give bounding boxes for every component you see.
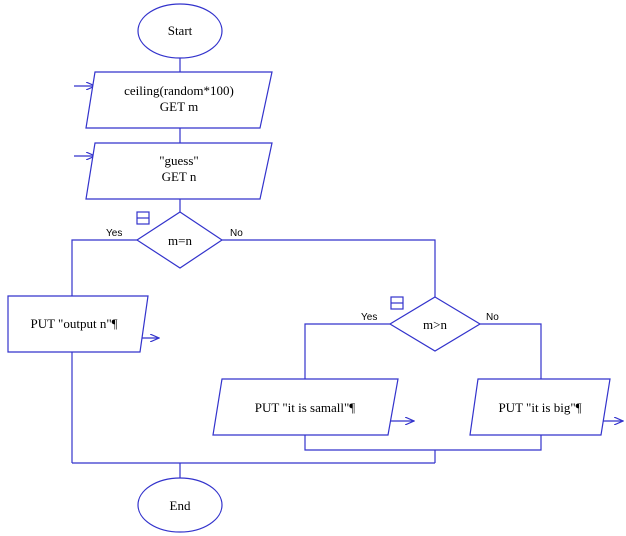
decision-node-greater[interactable]: m>n <box>388 296 482 352</box>
put-node-small[interactable]: PUT "it is samall"¶ <box>212 378 399 436</box>
put-shape-small[interactable] <box>212 378 399 436</box>
decision2-label: m>n <box>423 317 447 332</box>
decision2-no-label: No <box>486 312 499 323</box>
put-node-output[interactable]: PUT "output n"¶ <box>7 295 149 353</box>
io-node-random[interactable]: ceiling(random*100) GET m <box>85 71 273 129</box>
decision-diamond-greater[interactable] <box>388 296 482 352</box>
put-node-big[interactable]: PUT "it is big"¶ <box>469 378 611 436</box>
put-shape-big[interactable] <box>469 378 611 436</box>
io1-line2-label: GET m <box>160 99 198 114</box>
collapse-button-1[interactable] <box>136 211 150 225</box>
end-ellipse[interactable] <box>137 477 223 533</box>
decision1-yes-label: Yes <box>106 228 122 239</box>
end-node[interactable]: End <box>137 477 223 533</box>
start-ellipse[interactable] <box>137 3 223 59</box>
io2-line1-label: "guess" <box>159 153 199 168</box>
connector-merge-inner <box>304 435 542 451</box>
connectors <box>71 58 542 478</box>
start-node[interactable]: Start <box>137 3 223 59</box>
end-label: End <box>170 498 191 513</box>
io2-line2-label: GET n <box>162 169 197 184</box>
connector-decision1-yes <box>71 239 137 296</box>
io-node-guess[interactable]: "guess" GET n <box>85 142 273 200</box>
decision1-no-label: No <box>230 228 243 239</box>
side-arrows <box>74 86 623 421</box>
io-parallelogram-guess[interactable] <box>85 142 273 200</box>
decision-diamond-equal[interactable] <box>135 211 224 269</box>
put-shape-output[interactable] <box>7 295 149 353</box>
io-parallelogram-random[interactable] <box>85 71 273 129</box>
put-small-label: PUT "it is samall"¶ <box>255 400 356 415</box>
io1-line1-label: ceiling(random*100) <box>124 83 234 98</box>
decision1-label: m=n <box>168 233 192 248</box>
decision2-yes-label: Yes <box>361 312 377 323</box>
connector-decision2-no <box>480 323 542 379</box>
connector-decision1-no <box>222 239 436 297</box>
collapse-button-2[interactable] <box>390 296 404 310</box>
put-big-label: PUT "it is big"¶ <box>498 400 581 415</box>
connector-decision2-yes <box>304 323 390 379</box>
decision-node-equal[interactable]: m=n <box>135 211 224 269</box>
start-label: Start <box>168 23 193 38</box>
put-output-label: PUT "output n"¶ <box>30 316 117 331</box>
